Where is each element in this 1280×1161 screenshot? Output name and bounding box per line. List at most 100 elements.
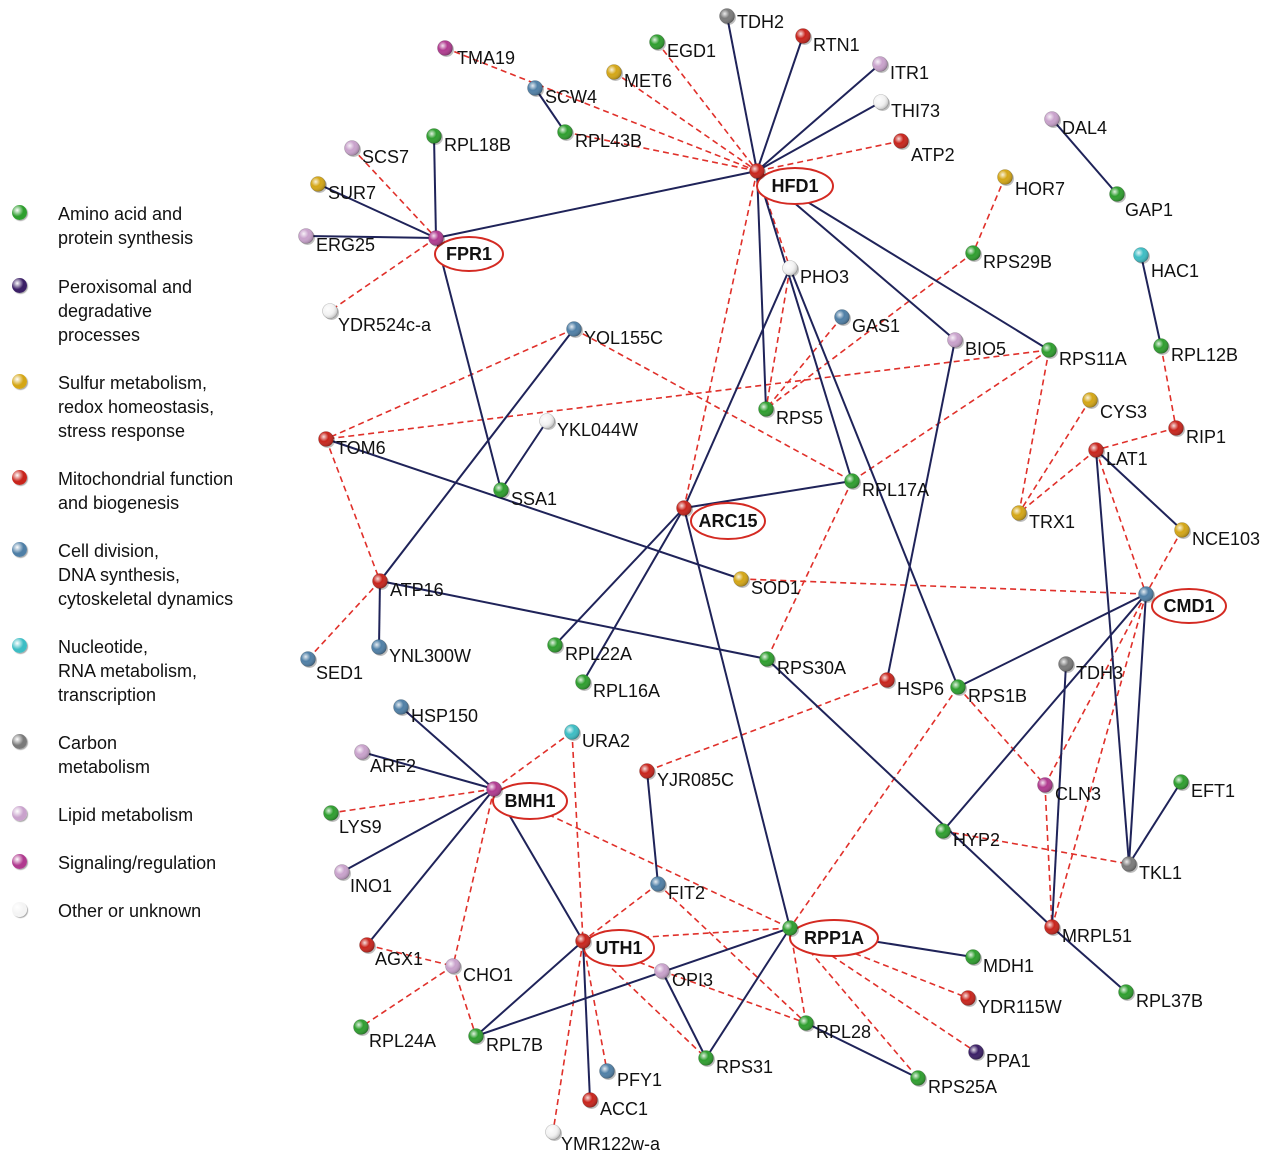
dashed-edge-rpp1a-ppa1 [789, 927, 977, 1053]
hub-ellipse-rpp1a [789, 919, 879, 957]
dashed-edge-uth1-rps31 [582, 940, 707, 1059]
solid-edge-bmh1-agx1 [366, 788, 495, 946]
label-hyp2: HYP2 [953, 830, 1000, 850]
node-trx1 [1011, 505, 1028, 522]
hub-ellipse-fpr1 [434, 236, 504, 272]
node-bio5 [947, 332, 964, 349]
node-fit2 [650, 876, 667, 893]
label-rps25a: RPS25A [928, 1077, 997, 1097]
node-rip1 [1168, 420, 1185, 437]
solid-edge-rpp1a-rpl7b [475, 927, 791, 1037]
node-lys9 [323, 805, 340, 822]
dashed-edge-rps11a-trx1 [1018, 349, 1050, 514]
label-rps29b: RPS29B [983, 252, 1052, 272]
node-rpl7b [468, 1028, 485, 1045]
dashed-edge-cln3-mrpl51 [1044, 784, 1053, 928]
node-rpl16a [575, 674, 592, 691]
node-rps30a [759, 651, 776, 668]
node-ydr524c-a [322, 303, 339, 320]
node-fpr1 [428, 230, 445, 247]
node-yol155c [566, 321, 583, 338]
node-met6 [606, 64, 623, 81]
solid-edge-tdh3-mrpl51 [1051, 663, 1067, 928]
solid-edge-scw4-rpl43b [534, 87, 566, 133]
node-rps31 [698, 1050, 715, 1067]
label-mdh1: MDH1 [983, 956, 1034, 976]
label-rps31: RPS31 [716, 1057, 773, 1077]
legend-label-sulfur: Sulfur metabolism, redox homeostasis, st… [58, 373, 215, 441]
label-trx1: TRX1 [1029, 512, 1075, 532]
node-bmh1 [486, 781, 503, 798]
node-itr1 [872, 56, 889, 73]
dashed-edge-bmh1-lys9 [330, 788, 495, 814]
legend-label-perox: Peroxisomal and degradative processes [58, 277, 193, 345]
node-mrpl51 [1044, 919, 1061, 936]
solid-edge-rpl28-rps25a [805, 1022, 919, 1079]
solid-edge-hsp150-bmh1 [400, 706, 495, 790]
node-rpl22a [547, 637, 564, 654]
label-scs7: SCS7 [362, 147, 409, 167]
label-hsp150: HSP150 [411, 706, 478, 726]
hub-highlights [434, 167, 1227, 967]
legend-label-amino: Amino acid and protein synthesis [58, 204, 194, 248]
dashed-edge-yol155c-rpl17a [573, 328, 853, 482]
solid-edge-pho3-rps1b [789, 267, 959, 688]
solid-edge-thi73-hfd1 [756, 101, 882, 172]
node-lat1 [1088, 442, 1105, 459]
label-sod1: SOD1 [751, 578, 800, 598]
dashed-edge-hor7-rps29b [972, 176, 1006, 254]
solid-edge-hfd1-fpr1 [435, 170, 758, 239]
dashed-edge-bmh1-cho1 [452, 788, 495, 967]
solid-edge-rpl18b-fpr1 [433, 135, 437, 239]
solid-edge-pho3-arc15 [683, 267, 791, 509]
node-tom6 [318, 431, 335, 448]
label-rpl28: RPL28 [816, 1022, 871, 1042]
label-eft1: EFT1 [1191, 781, 1235, 801]
label-bmh1: BMH1 [504, 791, 555, 811]
label-fit2: FIT2 [668, 883, 705, 903]
node-rps1b [950, 679, 967, 696]
node-arc15 [676, 500, 693, 517]
label-ynl300w: YNL300W [389, 646, 471, 666]
node-erg25 [298, 228, 315, 245]
node-rtn1 [795, 28, 812, 45]
label-hsp6: HSP6 [897, 679, 944, 699]
node-gap1 [1109, 186, 1126, 203]
dashed-edge-cmd1-sod1 [740, 578, 1147, 595]
dashed-edge-ura2-bmh1 [493, 731, 573, 790]
solid-edge-bio5-hsp6 [886, 339, 956, 681]
label-atp2: ATP2 [911, 145, 955, 165]
label-thi73: THI73 [891, 101, 940, 121]
label-yjr085c: YJR085C [657, 770, 734, 790]
solid-edge-opi3-rps31 [661, 970, 707, 1059]
node-gas1 [834, 309, 851, 326]
legend-swatch-other [12, 902, 27, 917]
node-cmd1 [1138, 586, 1155, 603]
node-rpl28 [798, 1015, 815, 1032]
dashed-edge-gas1-rps5 [765, 316, 843, 410]
label-rpl37b: RPL37B [1136, 991, 1203, 1011]
label-opi3: OPI3 [672, 970, 713, 990]
hub-ellipse-cmd1 [1151, 588, 1227, 624]
node-hsp150 [393, 699, 410, 716]
node-rpl17a [844, 473, 861, 490]
solid-edge-rtn1-hfd1 [756, 35, 804, 172]
node-rpl12b [1153, 338, 1170, 355]
dashed-edge-yol155c-tom6 [325, 328, 575, 440]
dashed-edge-opi3-rpl28 [661, 970, 807, 1024]
dashed-edge-egd1-hfd1 [656, 41, 758, 172]
dashed-edge-hfd1-pho3 [756, 170, 791, 269]
label-itr1: ITR1 [890, 63, 929, 83]
legend-swatch-lipid [12, 806, 27, 821]
hub-ellipse-bmh1 [492, 782, 568, 820]
node-rps5 [758, 401, 775, 418]
solid-edge-arc15-rpp1a [683, 507, 791, 929]
legend-swatch-mito [12, 470, 27, 485]
label-met6: MET6 [624, 71, 672, 91]
node-rpl24a [353, 1019, 370, 1036]
label-fpr1: FPR1 [446, 244, 492, 264]
dashed-edge-fit2-rpl28 [657, 883, 807, 1024]
node-agx1 [359, 937, 376, 954]
label-gas1: GAS1 [852, 316, 900, 336]
